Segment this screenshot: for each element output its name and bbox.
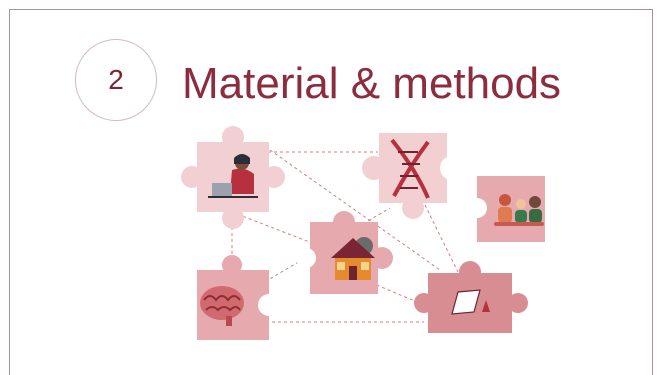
puzzle-piece-family <box>467 176 545 242</box>
dna-icon <box>390 138 430 199</box>
family-icon <box>494 194 544 226</box>
brain-icon <box>200 286 244 326</box>
slide-frame <box>9 9 653 375</box>
slide-title: Material & methods <box>182 59 562 108</box>
puzzle-piece-paper <box>414 261 528 333</box>
paper-pencil-icon <box>451 289 490 315</box>
person-laptop-icon <box>208 154 258 198</box>
section-number-circle <box>75 39 157 121</box>
puzzle-piece-house <box>296 211 393 294</box>
section-number: 2 <box>108 64 124 95</box>
puzzle-piece-brain <box>197 255 280 340</box>
house-icon <box>331 237 375 280</box>
puzzle-piece-person <box>181 126 285 229</box>
puzzle-piece-dna <box>362 133 464 219</box>
